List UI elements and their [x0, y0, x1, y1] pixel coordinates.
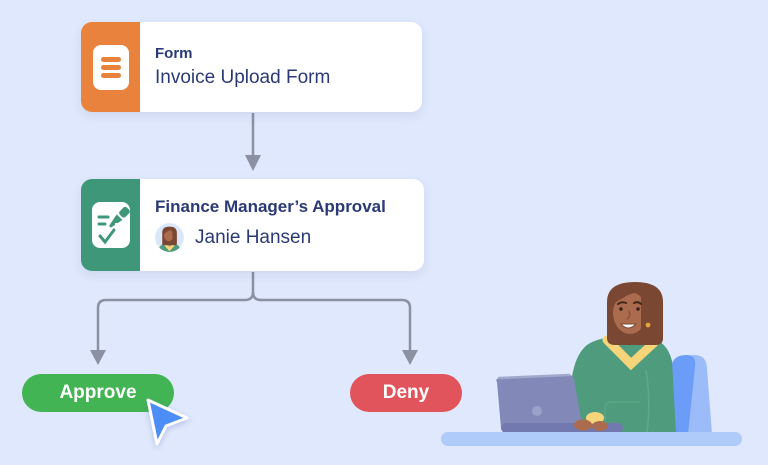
laptop — [496, 373, 623, 433]
woman-at-laptop-illustration — [441, 282, 742, 446]
connector-branch-approve — [90, 272, 255, 365]
document-lines-icon — [92, 44, 129, 90]
flow-node-form[interactable]: Form Invoice Upload Form — [81, 22, 422, 112]
connector-branch-deny — [251, 291, 418, 365]
woman — [568, 282, 676, 434]
approve-button[interactable]: Approve — [22, 374, 174, 412]
office-chair — [664, 355, 712, 434]
assignee-row: Janie Hansen — [155, 223, 424, 253]
assignee-name: Janie Hansen — [195, 226, 312, 248]
form-node-accent — [81, 22, 140, 112]
hands — [574, 412, 608, 431]
flow-node-approval[interactable]: Finance Manager’s Approval — [81, 179, 424, 271]
connector-arrow-form-to-approval — [245, 113, 261, 171]
deny-button[interactable]: Deny — [350, 374, 462, 412]
node-title: Finance Manager’s Approval — [155, 196, 386, 216]
avatar — [155, 223, 184, 253]
node-title: Invoice Upload Form — [155, 66, 331, 88]
node-type-label: Form — [155, 44, 193, 62]
approval-node-accent — [81, 179, 140, 271]
signature-pen-check-icon — [91, 202, 130, 248]
desk — [441, 432, 742, 446]
